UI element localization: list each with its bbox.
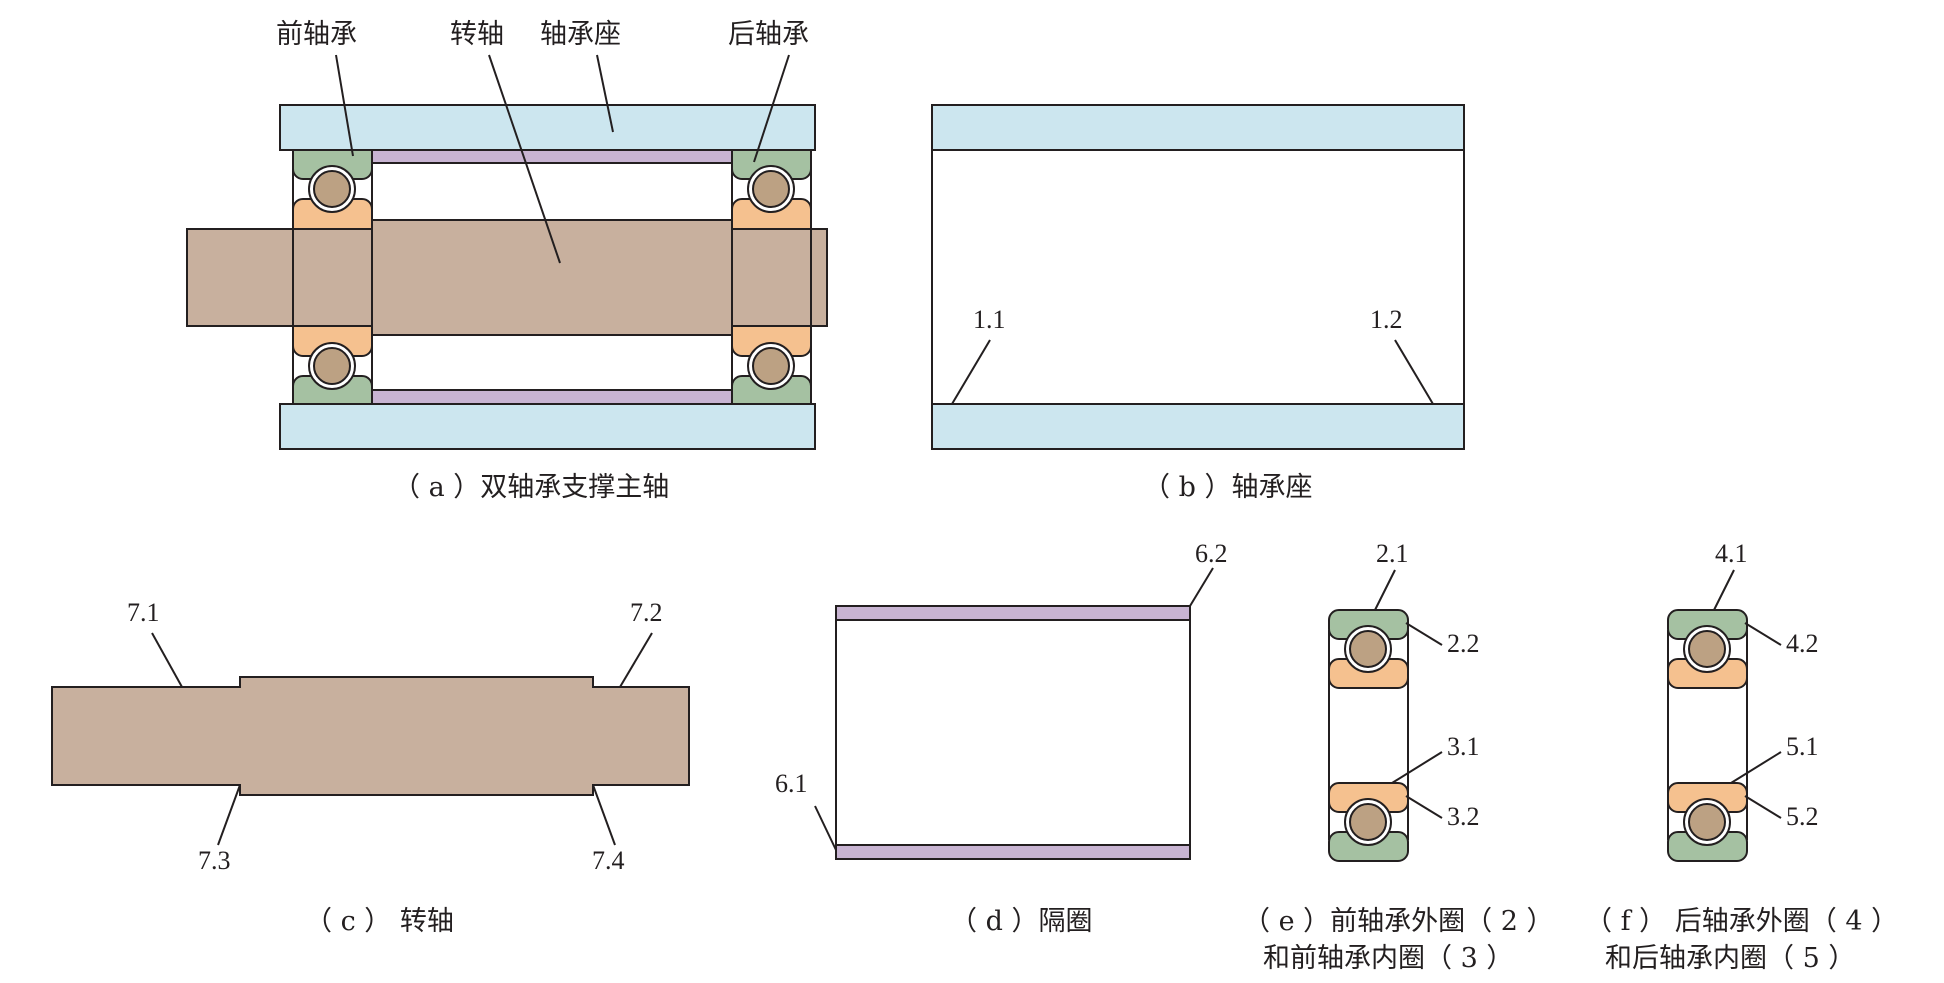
rear-outer-ring-bottom	[1667, 831, 1748, 862]
leader-7-1	[151, 632, 183, 688]
leader-6-1	[814, 805, 837, 851]
housing-top-b	[931, 104, 1465, 151]
point-5-2: 5.2	[1786, 802, 1819, 831]
point-3-2: 3.2	[1447, 802, 1480, 831]
rear-bearing-top	[731, 149, 812, 230]
caption-e-line1: （ e ）前轴承外圈（ 2 ）	[1243, 906, 1554, 937]
panel-c-spindle: 7.1 7.2 7.3 7.4 （ c ） 转轴	[51, 598, 690, 937]
leader-4-2	[1744, 622, 1782, 646]
point-5-1: 5.1	[1786, 732, 1819, 761]
point-3-1: 3.1	[1447, 732, 1480, 761]
panel-f-rear-bearing-rings: 4.1 4.2 5.1 5.2 （ f ） 后轴承外圈（ 4 ） 和后轴承内圈（…	[1585, 539, 1898, 974]
housing-bottom-b	[931, 403, 1465, 450]
leader-housing	[596, 54, 614, 133]
caption-b: （ b ）轴承座	[1143, 472, 1312, 503]
spacer-ring-bottom	[835, 844, 1191, 860]
point-7-4: 7.4	[592, 846, 625, 875]
panel-d-spacer-ring: 6.2 6.1 （ d ）隔圈	[775, 539, 1228, 937]
housing-top	[279, 104, 816, 151]
leader-spindle	[488, 54, 561, 264]
panel-a-double-bearing-spindle: 前轴承 转轴 轴承座 后轴承 （ a ）双轴承支撑主轴	[186, 19, 828, 503]
spacer-ring-bore	[835, 619, 1191, 846]
housing-bottom	[279, 403, 816, 450]
front-bearing-top	[292, 149, 373, 230]
front-outer-ring-bottom	[1328, 831, 1409, 862]
point-7-2: 7.2	[630, 598, 663, 627]
caption-f-line2: 和后轴承内圈（ 5 ）	[1605, 943, 1855, 974]
rear-inner-ring-top	[1667, 658, 1748, 689]
front-inner-ring-bottom	[1328, 782, 1409, 813]
label-spindle: 转轴	[450, 19, 504, 50]
leader-7-2	[619, 632, 653, 688]
point-6-1: 6.1	[775, 769, 808, 798]
rear-ball-top	[1688, 630, 1726, 668]
front-bearing-bottom	[292, 325, 373, 405]
point-4-2: 4.2	[1786, 629, 1819, 658]
rear-ball-bottom	[1688, 803, 1726, 841]
spindle-profile	[51, 676, 690, 796]
caption-e-line2: 和前轴承内圈（ 3 ）	[1263, 943, 1513, 974]
point-1-1: 1.1	[973, 305, 1006, 334]
caption-d: （ d ）隔圈	[950, 906, 1092, 937]
panel-b-bearing-housing: 1.1 1.2 （ b ）轴承座	[931, 104, 1465, 503]
point-4-1: 4.1	[1715, 539, 1748, 568]
point-2-2: 2.2	[1447, 629, 1480, 658]
leader-1-1	[951, 339, 991, 405]
leader-2-1	[1374, 569, 1396, 611]
label-housing: 轴承座	[540, 19, 621, 50]
caption-c: （ c ） 转轴	[305, 906, 454, 937]
rear-outer-ring-top	[1667, 609, 1748, 640]
front-outer-ring-top	[1328, 609, 1409, 640]
caption-a: （ a ）双轴承支撑主轴	[393, 472, 669, 503]
front-ball-bottom	[1349, 803, 1387, 841]
front-ball-top	[1349, 630, 1387, 668]
leader-front-bearing	[335, 54, 354, 157]
point-1-2: 1.2	[1370, 305, 1403, 334]
leader-1-2	[1394, 339, 1434, 405]
leader-6-2	[1189, 567, 1214, 607]
spacer-top	[371, 149, 733, 164]
leader-7-3	[217, 784, 241, 846]
point-2-1: 2.1	[1376, 539, 1409, 568]
label-front-bearing: 前轴承	[276, 19, 357, 50]
point-7-1: 7.1	[127, 598, 160, 627]
leader-2-2	[1405, 622, 1443, 646]
spacer-ring-top	[835, 605, 1191, 621]
leader-4-1	[1713, 569, 1735, 611]
front-inner-ring-top	[1328, 658, 1409, 689]
leader-7-4	[592, 784, 616, 846]
panel-e-front-bearing-rings: 2.1 2.2 3.1 3.2 （ e ）前轴承外圈（ 2 ） 和前轴承内圈（ …	[1243, 539, 1554, 974]
leader-rear-bearing	[753, 54, 790, 163]
housing-bore	[931, 149, 1465, 405]
point-6-2: 6.2	[1195, 539, 1228, 568]
label-rear-bearing: 后轴承	[728, 19, 809, 50]
leader-5-1	[1730, 751, 1782, 784]
rear-inner-ring-bottom	[1667, 782, 1748, 813]
leader-5-2	[1744, 795, 1782, 819]
leader-3-1	[1391, 751, 1443, 784]
rear-bearing-bottom	[731, 325, 812, 405]
leader-3-2	[1405, 795, 1443, 819]
point-7-3: 7.3	[198, 846, 231, 875]
spacer-bottom	[371, 389, 733, 405]
caption-f-line1: （ f ） 后轴承外圈（ 4 ）	[1585, 906, 1898, 937]
